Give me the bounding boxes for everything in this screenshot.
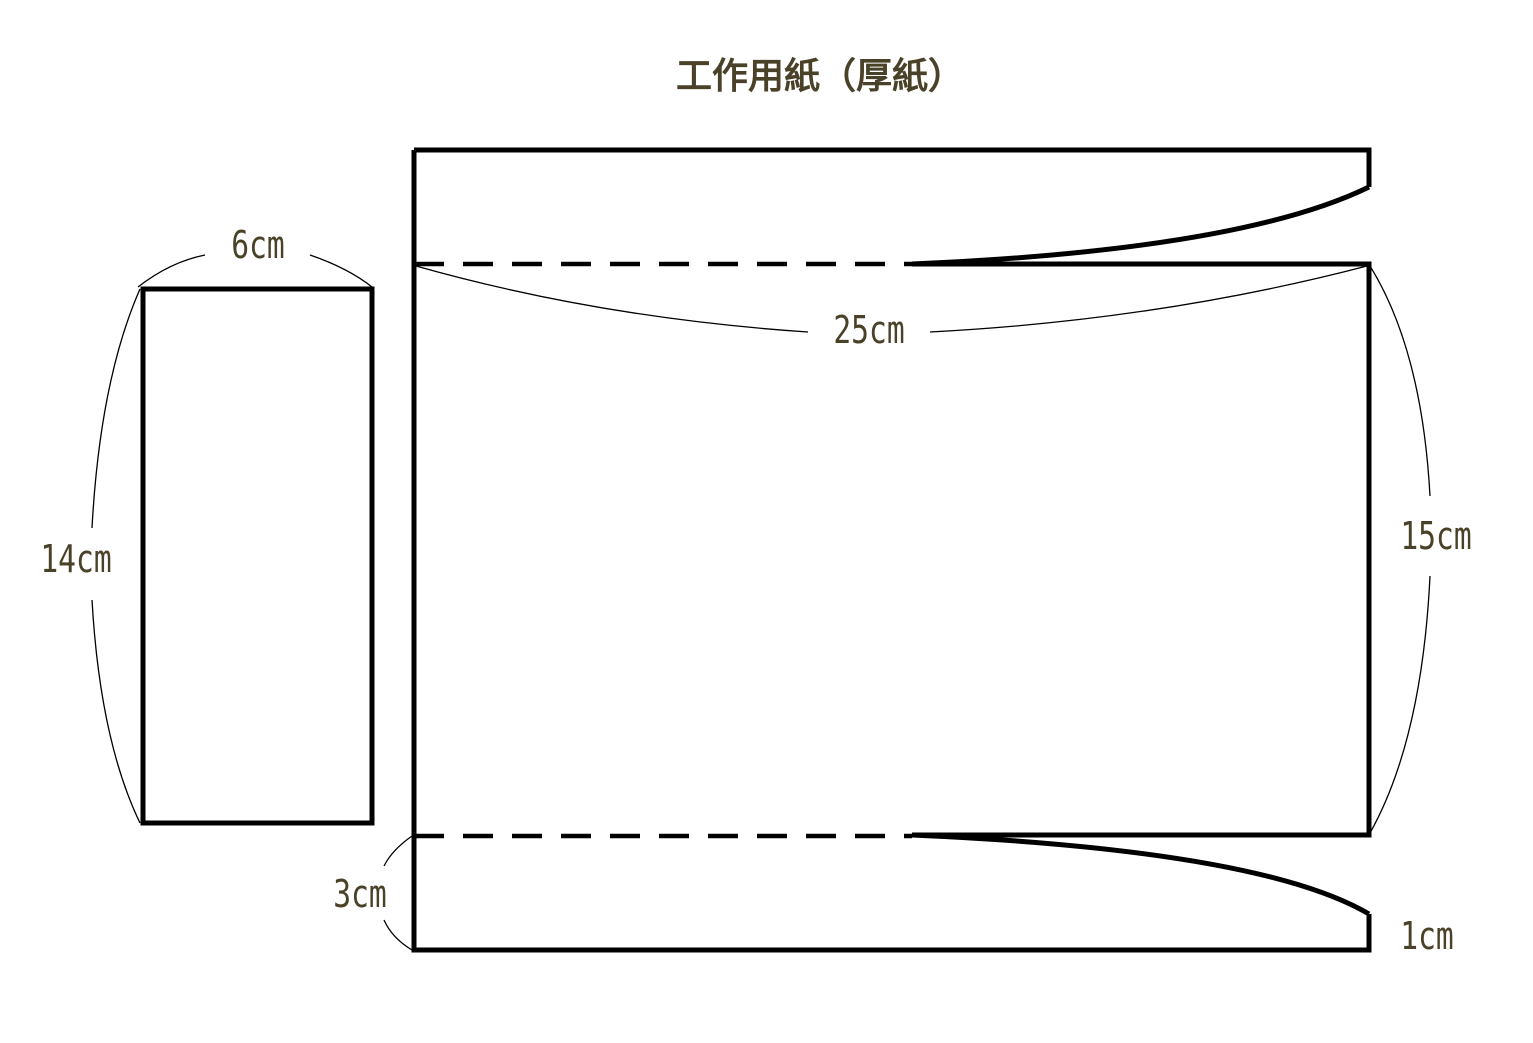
bottom-curved-cut — [911, 832, 1371, 917]
large-width-arc-left — [415, 265, 809, 333]
large-height-label: 15cm — [1400, 514, 1471, 559]
flap-height-label: 3cm — [333, 872, 387, 917]
large-width-label: 25cm — [833, 308, 904, 353]
large-height-arc-bottom — [1369, 575, 1431, 834]
large-sheet-outline — [411, 147, 1372, 953]
flap-edge-label: 1cm — [1400, 914, 1454, 959]
small-width-arc-left — [137, 254, 206, 288]
large-height-arc-top — [1369, 265, 1431, 497]
diagram-title: 工作用紙（厚紙） — [676, 56, 964, 97]
small-rectangle — [140, 286, 375, 826]
small-height-arc-bottom — [91, 599, 141, 824]
small-height-label: 14cm — [40, 537, 111, 582]
flap-height-arc-top — [383, 835, 413, 867]
small-height-arc-top — [91, 288, 141, 529]
flap-height-arc-bottom — [383, 919, 413, 951]
small-width-label: 6cm — [231, 223, 285, 268]
small-width-arc-right — [309, 254, 373, 288]
top-curved-cut — [911, 184, 1371, 267]
large-width-arc-right — [929, 265, 1368, 333]
